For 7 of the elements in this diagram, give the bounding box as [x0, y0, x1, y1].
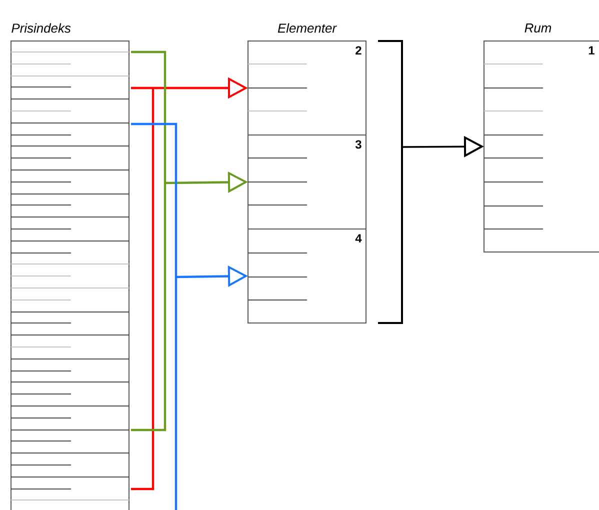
heading: Prisindeks	[12, 23, 71, 33]
section-number: 1	[588, 46, 594, 54]
section-number: 4	[355, 234, 362, 242]
heading: Rum	[524, 23, 552, 33]
section-number: 2	[356, 46, 362, 55]
section-number: 3	[355, 140, 362, 149]
heading: Elementer	[278, 23, 337, 33]
